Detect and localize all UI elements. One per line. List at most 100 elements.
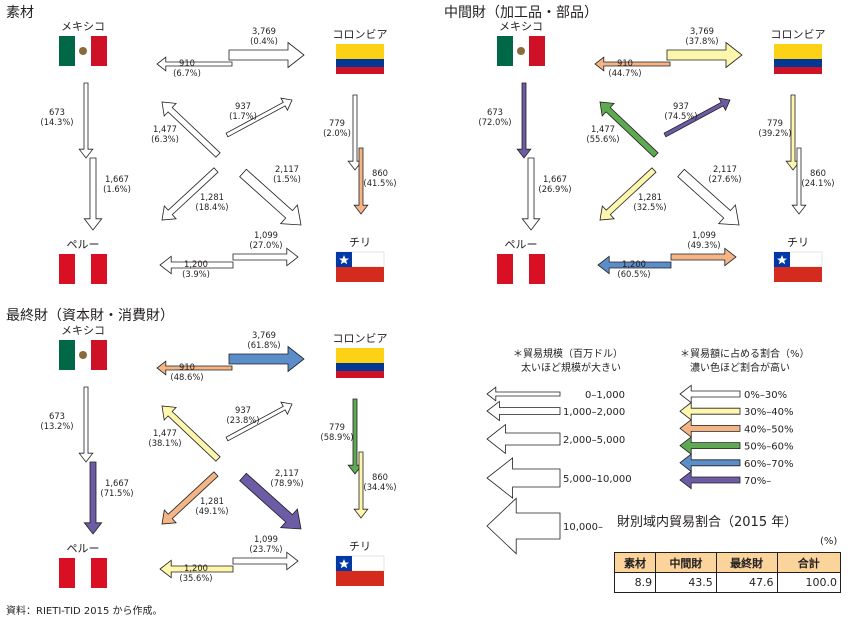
flag-stripe	[59, 340, 75, 370]
color-legend-label: 40%–50%	[744, 424, 793, 435]
header-total: 合計	[776, 552, 842, 573]
flow-arrow-pe-mx	[521, 157, 541, 231]
flag-stripe	[91, 36, 107, 66]
flag-emblem	[517, 47, 525, 55]
flag-stripe	[336, 67, 384, 74]
flow-value-label: 1,099	[254, 534, 278, 544]
flow-value-label: 1,200	[622, 259, 646, 269]
flow-arrow-pe-co	[225, 401, 293, 442]
panel-title-final: 最終財（資本財・消費財）	[6, 308, 174, 324]
flow-arrow-pe-cl	[670, 247, 737, 267]
country-label-chile: チリ	[787, 236, 809, 249]
value-intermediate: 43.5	[655, 572, 717, 593]
flow-pct-label: (18.4%)	[195, 202, 228, 212]
flow-arrow-mx-co	[228, 345, 305, 373]
flow-value-label: 1,281	[200, 192, 224, 202]
flag-stripe	[75, 558, 91, 588]
color-legend: ＊貿易額に占める割合（%）濃い色ほど割合が高い0%–30%30%–40%40%–…	[679, 347, 810, 490]
flow-arrow-cl-co	[353, 451, 369, 519]
flag-stripe	[513, 254, 529, 284]
peru-flag	[59, 254, 107, 284]
flag-emblem	[79, 351, 87, 359]
flag-stripe	[59, 36, 75, 66]
flow-pct-label: (38.1%)	[148, 438, 181, 448]
mexico-flag	[59, 36, 107, 66]
flow-pct-label: (27.0%)	[249, 240, 282, 250]
flow-arrow-mx-co	[666, 41, 743, 69]
country-label-chile: チリ	[349, 236, 371, 249]
country-label-mexico: メキシコ	[61, 20, 105, 33]
size-legend-label: 2,000–5,000	[563, 435, 625, 446]
flow-value-label: 1,477	[153, 428, 177, 438]
color-legend-label: 50%–60%	[744, 442, 793, 453]
flow-arrow-mx-cl	[239, 168, 302, 226]
flow-pct-label: (23.7%)	[249, 544, 282, 554]
flow-arrow-mx-pe	[78, 386, 94, 463]
flow-value-label: 1,477	[591, 124, 615, 134]
flow-arrow-cl-pe	[597, 255, 672, 275]
flow-pct-label: (39.2%)	[758, 128, 791, 138]
flow-value-label: 860	[372, 168, 388, 178]
flow-pct-label: (26.9%)	[538, 184, 571, 194]
flow-arrow-cl-co	[353, 147, 369, 215]
flow-arrow-cl-mx	[161, 471, 219, 525]
flow-arrow-co-pe	[599, 101, 659, 158]
chile-flag	[773, 251, 823, 282]
star-icon	[777, 255, 787, 265]
color-legend-label: 30%–40%	[744, 407, 793, 418]
value-final: 47.6	[715, 572, 778, 593]
size-legend-label: 5,000–10,000	[563, 474, 632, 485]
country-label-colombia: コロンビア	[333, 332, 388, 345]
flow-value-label: 937	[673, 101, 689, 111]
value-total: 100.0	[776, 572, 842, 593]
peru-flag	[497, 254, 545, 284]
flow-arrow-mx-pe	[516, 82, 532, 159]
flag-stripe	[497, 36, 513, 66]
panel-title-materials: 素材	[6, 5, 34, 21]
flow-value-label: 2,117	[275, 468, 299, 478]
flow-arrow-pe-mx	[83, 157, 103, 231]
flow-pct-label: (49.3%)	[687, 240, 720, 250]
chile-flag	[335, 251, 385, 282]
flow-arrow-cl-co	[791, 147, 807, 215]
star-icon	[339, 559, 349, 569]
flow-pct-label: (1.6%)	[103, 184, 131, 194]
share-table: 素材 中間財 最終財 合計 8.9 43.5 47.6 100.0	[613, 552, 842, 593]
color-legend-swatch	[679, 401, 741, 421]
flag-stripe	[59, 558, 75, 588]
flag-stripe	[529, 254, 545, 284]
size-legend-subtitle: 太いほど規模が大きい	[521, 361, 621, 374]
flow-arrow-co-mx	[156, 360, 233, 376]
panel-0: 3,769(0.4%)910(6.7%)673(14.3%)1,667(1.6%…	[40, 26, 396, 279]
panel-2: 3,769(61.8%)910(48.6%)673(13.2%)1,667(71…	[40, 330, 396, 583]
flow-value-label: 937	[235, 405, 251, 415]
flow-value-label: 673	[487, 107, 503, 117]
peru-flag	[59, 558, 107, 588]
flow-arrow-co-mx	[156, 56, 233, 72]
flow-arrow-mx-pe	[78, 82, 94, 159]
flow-arrow-co-cl	[347, 398, 363, 475]
flow-arrow-mx-cl	[677, 168, 740, 226]
flow-arrow-co-mx	[594, 56, 671, 72]
flow-pct-label: (72.0%)	[478, 117, 511, 127]
flow-pct-label: (41.5%)	[363, 178, 396, 188]
flow-value-label: 1,281	[638, 192, 662, 202]
size-legend-arrow	[486, 400, 561, 422]
size-legend-arrow	[486, 457, 561, 499]
country-label-peru: ペルー	[67, 542, 100, 555]
flow-arrow-pe-co	[225, 97, 293, 138]
flow-value-label: 860	[372, 472, 388, 482]
flow-value-label: 1,099	[692, 230, 716, 240]
table-header-row: 素材 中間財 最終財 合計	[613, 552, 842, 573]
flow-value-label: 860	[810, 168, 826, 178]
flow-pct-label: (3.9%)	[182, 269, 210, 279]
flow-value-label: 1,667	[105, 478, 129, 488]
flow-pct-label: (55.6%)	[586, 134, 619, 144]
country-label-colombia: コロンビア	[333, 28, 388, 41]
country-label-mexico: メキシコ	[499, 20, 543, 33]
flow-arrow-cl-mx	[161, 167, 219, 221]
flow-pct-label: (1.5%)	[273, 174, 301, 184]
country-label-peru: ペルー	[505, 238, 538, 251]
table-row: 8.9 43.5 47.6 100.0	[613, 572, 842, 593]
